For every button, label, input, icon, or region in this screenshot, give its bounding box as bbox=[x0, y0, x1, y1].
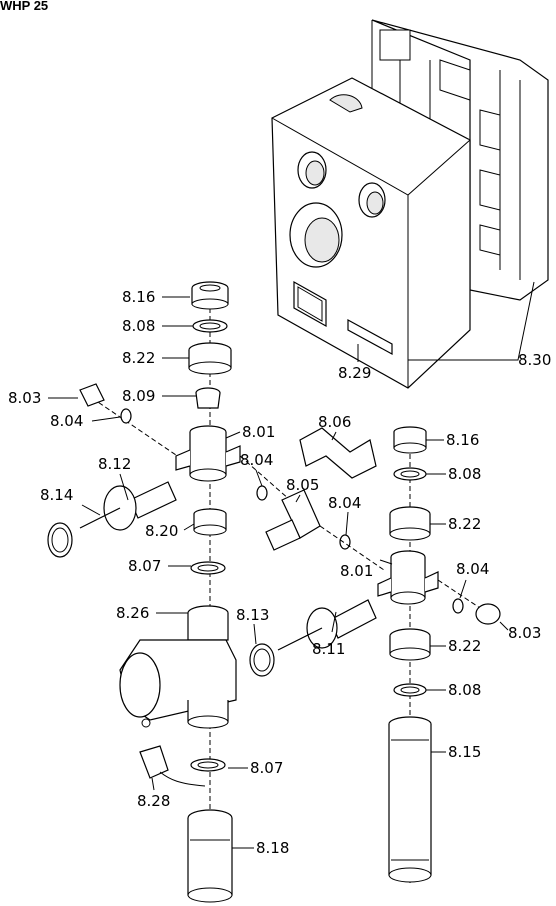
diagram-title: WHP 25 bbox=[0, 0, 49, 13]
callout-8.04-mid: 8.04 bbox=[240, 451, 273, 469]
callout-8.04-centre: 8.04 bbox=[328, 494, 361, 512]
callout-8.09: 8.09 bbox=[122, 387, 155, 405]
callout-8.15: 8.15 bbox=[448, 743, 481, 761]
callout-8.12: 8.12 bbox=[98, 455, 131, 473]
callout-8.14: 8.14 bbox=[40, 486, 73, 504]
callout-8.04-right: 8.04 bbox=[456, 560, 489, 578]
callout-8.28: 8.28 bbox=[137, 792, 170, 810]
callout-8.01-left: 8.01 bbox=[242, 423, 275, 441]
callout-8.30: 8.30 bbox=[518, 351, 551, 369]
callout-8.03-right: 8.03 bbox=[508, 624, 541, 642]
callout-8.26: 8.26 bbox=[116, 604, 149, 622]
callout-8.08-top-left: 8.08 bbox=[122, 317, 155, 335]
callout-8.22-right-lower: 8.22 bbox=[448, 637, 481, 655]
callout-8.07-upper: 8.07 bbox=[128, 557, 161, 575]
part-8.01-left bbox=[175, 425, 241, 482]
callout-8.20: 8.20 bbox=[145, 522, 178, 540]
part-8.01-right bbox=[377, 550, 439, 605]
part-8.26-pump bbox=[119, 605, 237, 729]
callout-8.16-top-left: 8.16 bbox=[122, 288, 155, 306]
callout-8.06: 8.06 bbox=[318, 413, 351, 431]
callout-8.29: 8.29 bbox=[338, 364, 371, 382]
callout-8.22-right-upper: 8.22 bbox=[448, 515, 481, 533]
insulation-housing bbox=[271, 19, 549, 389]
callout-8.22-top-left: 8.22 bbox=[122, 349, 155, 367]
part-8.18-pipe bbox=[187, 809, 233, 903]
leader-lines bbox=[48, 281, 535, 849]
thermometer-right bbox=[249, 599, 377, 677]
callout-labels: 8.16 8.08 8.22 8.03 8.09 8.04 8.01 8.12 … bbox=[8, 288, 551, 857]
callout-8.16-right: 8.16 bbox=[446, 431, 479, 449]
callout-8.11: 8.11 bbox=[312, 640, 345, 658]
callout-8.01-right: 8.01 bbox=[340, 562, 373, 580]
part-8.15-pipe bbox=[388, 716, 432, 883]
callout-8.04-left: 8.04 bbox=[50, 412, 83, 430]
callout-8.08-right-lower: 8.08 bbox=[448, 681, 481, 699]
part-8.16-left bbox=[191, 281, 229, 310]
callout-8.07-lower: 8.07 bbox=[250, 759, 283, 777]
callout-8.03-left: 8.03 bbox=[8, 389, 41, 407]
thermometer-left bbox=[47, 481, 177, 558]
callout-8.13: 8.13 bbox=[236, 606, 269, 624]
callout-8.08-right-upper: 8.08 bbox=[448, 465, 481, 483]
callout-8.05: 8.05 bbox=[286, 476, 319, 494]
callout-8.18: 8.18 bbox=[256, 839, 289, 857]
